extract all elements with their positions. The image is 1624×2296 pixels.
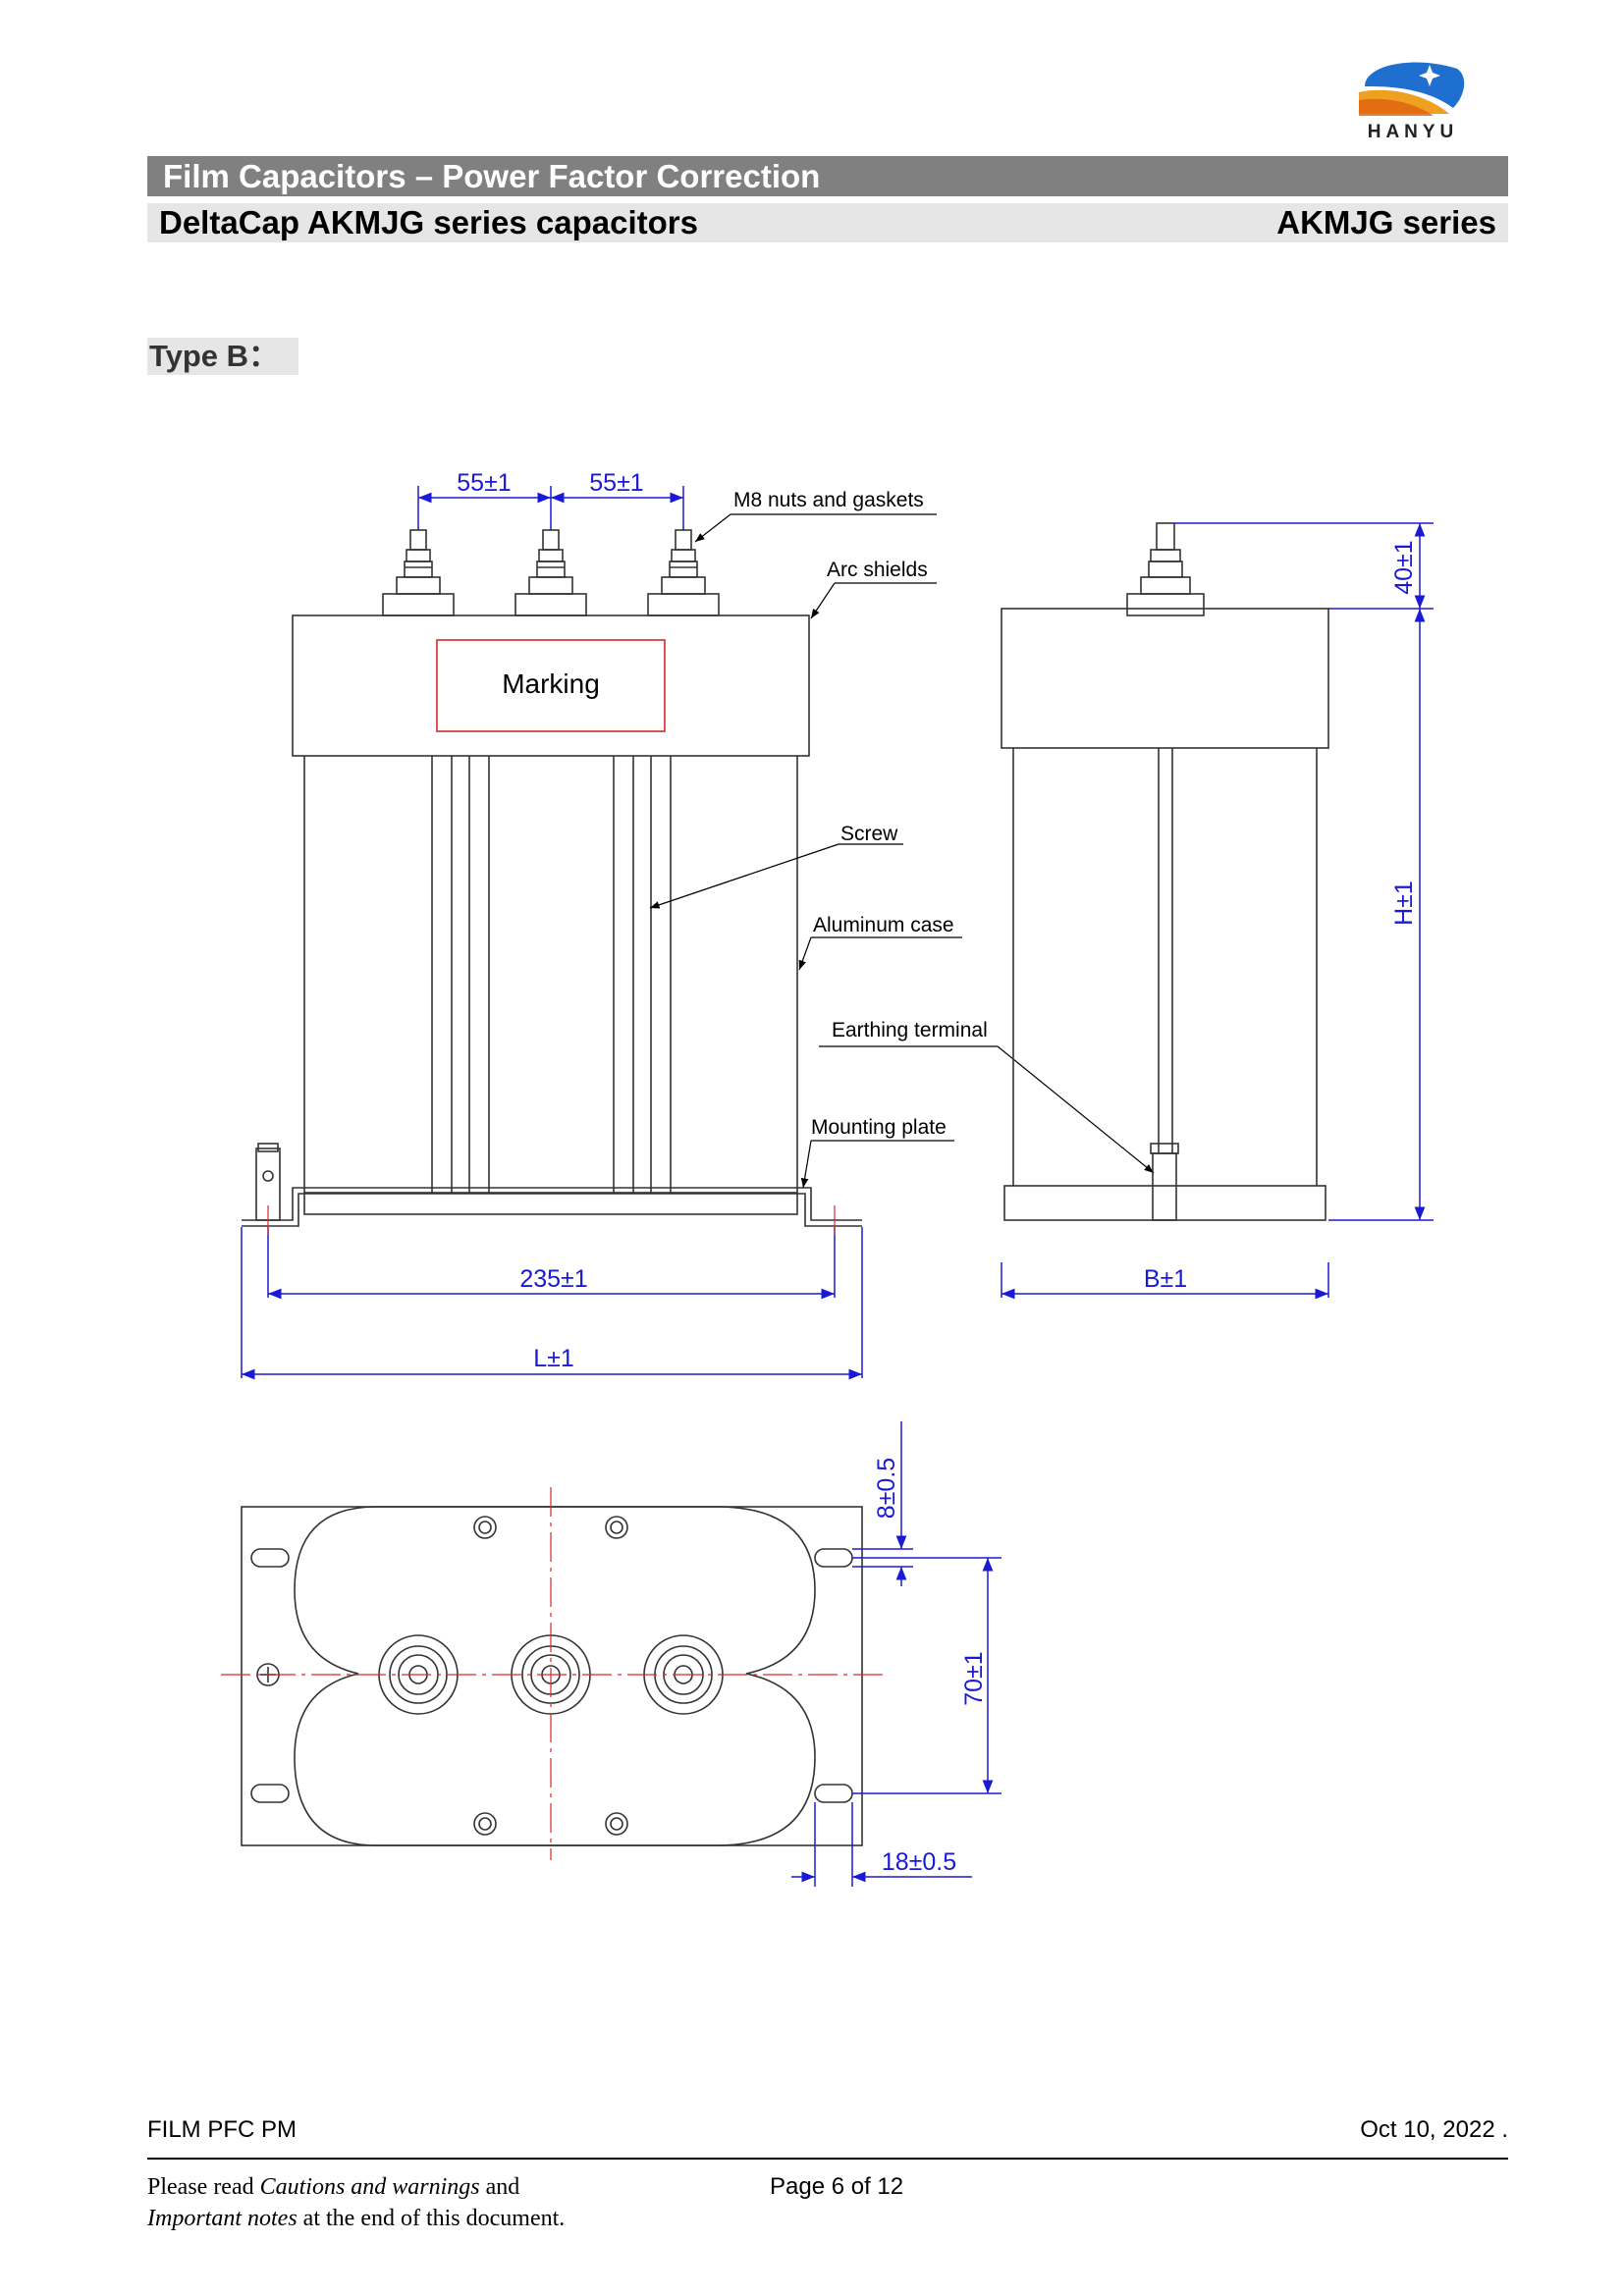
product-title: DeltaCap AKMJG series capacitors (159, 204, 698, 240)
page-number: Page 6 of 12 (770, 2173, 904, 2200)
document-category-band: Film Capacitors – Power Factor Correctio… (147, 156, 1508, 196)
hanyu-logo-icon (1359, 62, 1465, 116)
arc-shield-cover (292, 614, 810, 757)
mounting-plate (303, 1192, 798, 1215)
callout-case: Aluminum case (813, 914, 954, 936)
logo-text: HANYU (1367, 122, 1459, 142)
note-text: at the end of this document. (297, 2206, 566, 2231)
top-view (241, 1506, 863, 1846)
top-dimensions (791, 1421, 1001, 1887)
document-title-band: DeltaCap AKMJG series capacitors AKMJG s… (147, 203, 1508, 242)
dim-pitch-right: 55±1 (589, 469, 643, 497)
dim-width: B±1 (1144, 1265, 1187, 1293)
footer-divider (147, 2158, 1508, 2160)
note-text: Please read (147, 2174, 260, 2200)
front-view (242, 529, 862, 1227)
dim-slot-spacing: 70±1 (960, 1651, 988, 1705)
callout-nuts: M8 nuts and gaskets (733, 489, 924, 511)
terminal-middle (514, 529, 587, 616)
terminal-left (382, 529, 455, 616)
footer-note: Please read Cautions and warnings and Im… (147, 2171, 658, 2234)
dim-mount-spacing: 235±1 (519, 1265, 587, 1293)
callout-lines (649, 513, 1155, 1189)
important-notes-text: Important notes (147, 2206, 298, 2231)
front-dimensions (241, 486, 863, 1380)
marking-box (436, 639, 666, 732)
dim-slot-offset: 8±0.5 (873, 1458, 900, 1519)
dim-terminal-height: 40±1 (1390, 540, 1418, 594)
document-date: Oct 10, 2022 . (1360, 2116, 1508, 2143)
section-title: Type B： (147, 338, 299, 375)
cautions-link-text: Cautions and warnings (259, 2174, 480, 2200)
callout-earthing: Earthing terminal (832, 1019, 988, 1041)
series-name: AKMJG series (1276, 204, 1496, 240)
marking-label: Marking (502, 668, 600, 699)
dim-length: L±1 (533, 1345, 574, 1372)
hanyu-logo: HANYU (1355, 57, 1471, 145)
front-centerlines (267, 1205, 836, 1235)
dim-height: H±1 (1390, 881, 1418, 926)
document-code: FILM PFC PM (147, 2116, 298, 2143)
top-centerlines (221, 1487, 884, 1860)
side-dimensions (1001, 522, 1434, 1300)
dim-pitch-left: 55±1 (457, 469, 511, 497)
dim-slot-edge: 18±0.5 (882, 1848, 956, 1876)
callout-mounting: Mounting plate (811, 1116, 947, 1139)
note-text: and (479, 2174, 520, 2200)
side-view (1001, 522, 1329, 1221)
callout-screw: Screw (840, 823, 898, 845)
terminal-right (647, 529, 720, 616)
callout-arc-shields: Arc shields (827, 559, 928, 581)
